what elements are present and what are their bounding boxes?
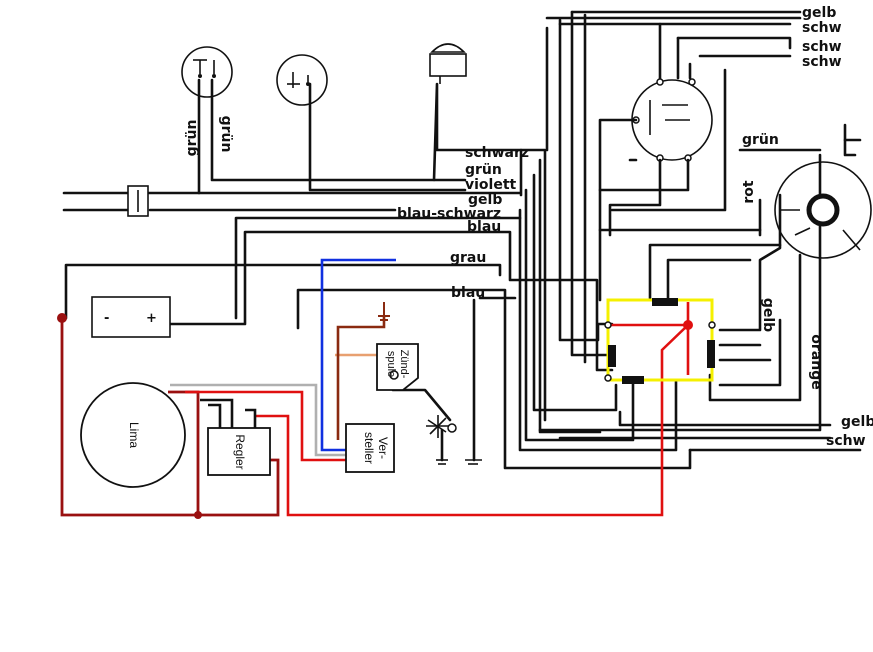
spark-plug-icon [426,415,457,438]
lima-alternator: Lima [80,382,186,488]
battery-minus: - [104,311,109,326]
junction-dot [57,313,67,323]
ground-icon [378,302,390,321]
battery [91,296,171,338]
label-bottom-gelb: gelb [841,414,873,430]
lima-label: Lima [127,422,141,448]
label-grau: grau [450,250,486,266]
label-top-schw-3: schw [802,54,842,70]
label-violett: violett [465,177,517,193]
label-gruen-vertical-1: grün [184,120,200,157]
yellow-junction-box [604,298,716,384]
zuendspule-coil: Zünd- spule [376,343,419,391]
lamp-2 [276,54,328,106]
label-bottom-schw: schw [826,433,866,449]
label-right-orange: orange [808,334,824,389]
label-right-rot: rot [741,180,757,204]
versteller-label-line1: Ver- [376,437,390,459]
label-gruen: grün [465,162,502,178]
label-top-schw-1: schw [802,20,842,36]
flywheel [774,161,872,259]
label-schwarz: schwarz [465,145,529,161]
zuendspule-label-line2: spule [385,351,397,377]
regler-label: Regler [233,434,247,469]
label-right-gruen: grün [742,132,779,148]
versteller-label-line2: steller [362,432,376,464]
label-gelb: gelb [468,192,502,208]
black-wiring [62,10,872,470]
label-right-gelb: gelb [760,298,776,332]
versteller-box: Ver- steller [345,423,395,473]
lamp-1 [181,46,233,98]
battery-plus: + [146,311,157,326]
colored-wiring [57,258,693,519]
zuendspule-label-line1: Zünd- [398,350,410,379]
regler-regulator: Regler [207,427,271,476]
label-blau-schwarz: blau-schwarz [397,206,501,222]
label-top-schw-2: schw [802,39,842,55]
label-blau-lower: blau [451,285,485,301]
label-top-gelb: gelb [802,5,836,21]
label-gruen-vertical-2: grün [218,116,234,153]
horn [429,43,467,84]
label-blau: blau [467,219,501,235]
